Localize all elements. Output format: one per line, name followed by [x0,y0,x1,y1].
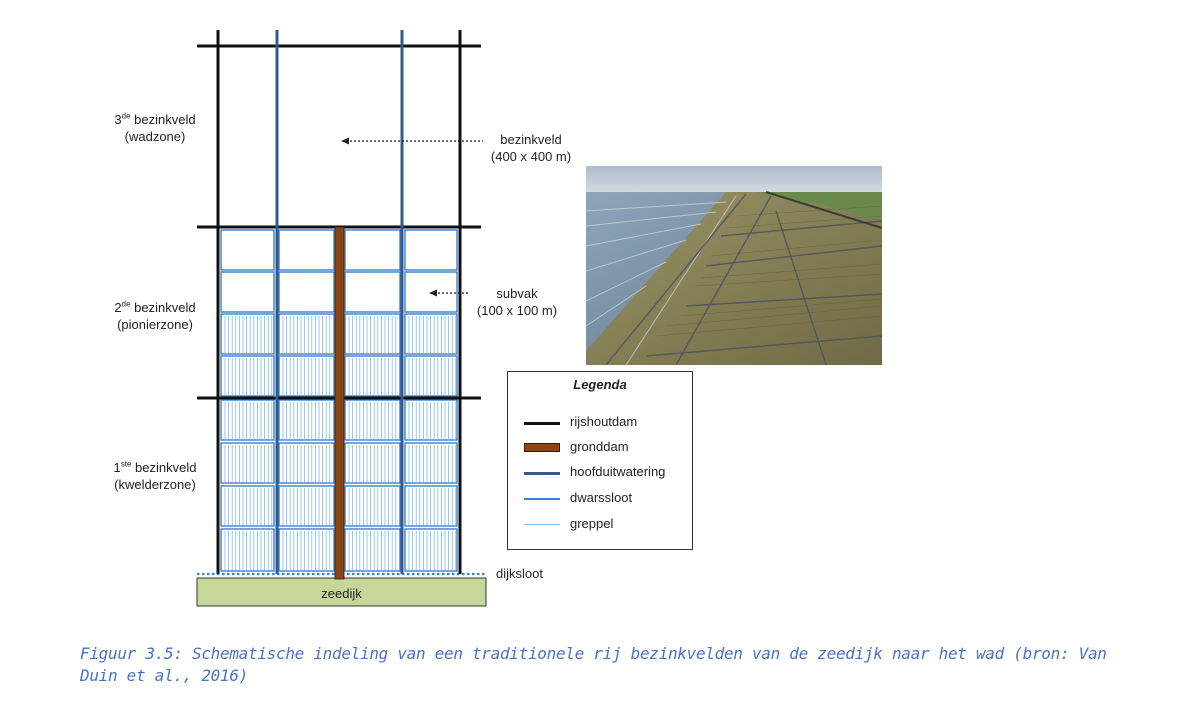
legend-item-greppel: greppel [524,516,684,534]
subvak-cell [220,313,275,355]
legend-item-rijshoutdam: rijshoutdam [524,414,684,432]
zone-label-3: 3de bezinkveld (wadzone) [100,111,210,145]
subvak-cell [220,442,275,484]
legend-label-dwarssloot: dwarssloot [570,490,633,505]
subvak-cell [404,442,458,484]
zone-1-sup: ste [120,459,132,469]
legend-label-hoofduitwatering: hoofduitwatering [570,464,666,479]
zeedijk-label: zeedijk [321,586,362,601]
zone-3-sup: de [121,111,131,121]
zone-3-title: bezinkveld [134,112,196,127]
legend-label-gronddam: gronddam [570,439,629,454]
subvak-arrow-head [429,289,437,297]
zone-2-title: bezinkveld [134,300,196,315]
subvak-cell [404,528,458,572]
subvak-cell [278,442,335,484]
subvak-cell [220,229,275,271]
subvak-cell [344,355,401,397]
legend-label-greppel: greppel [570,516,614,531]
subvak-cell [344,271,401,313]
subvak-cell [220,399,275,441]
subvak-cell [278,355,335,397]
legend-swatch-greppel [524,524,560,525]
subvak-cell [278,399,335,441]
subvak-annotation-title: subvak [496,286,538,301]
subvak-cell [278,485,335,527]
subvak-cell [278,313,335,355]
legend-item-gronddam: gronddam [524,439,684,457]
subvak-cell [344,313,401,355]
zone-2-number: 2 [114,300,122,315]
subvak-cell [220,271,275,313]
subvak-cell [278,229,335,271]
zone-3-sub: (wadzone) [124,129,186,144]
subvak-annotation: subvak (100 x 100 m) [467,285,567,319]
subvak-cell [404,399,458,441]
bezinkveld-annotation-title: bezinkveld [500,132,562,147]
subvak-cell [278,528,335,572]
bezinkveld-annotation-size: (400 x 400 m) [490,149,572,164]
zone-1-number: 1 [113,460,121,475]
subvak-cell [344,485,401,527]
legend-swatch-gronddam [524,443,560,452]
bezinkveld-arrow-head [341,137,349,145]
zone-label-1: 1ste bezinkveld (kwelderzone) [97,459,213,493]
zone-label-2: 2de bezinkveld (pionierzone) [100,299,210,333]
subvak-cell [404,271,458,313]
subvak-cell [344,229,401,271]
subvak-cell [344,399,401,441]
subvak-cell [404,485,458,527]
subvak-cell [404,313,458,355]
zone-3-number: 3 [114,112,122,127]
zone-2-sup: de [121,299,131,309]
zeedijk-rect [196,577,487,607]
subvak-cell [404,355,458,397]
subvak-cell [278,271,335,313]
aerial-photo-image [586,166,882,365]
legend-swatch-dwarssloot [524,498,560,500]
zone-1-title: bezinkveld [135,460,197,475]
legend-item-dwarssloot: dwarssloot [524,490,684,508]
dijksloot-label: dijksloot [496,566,543,581]
aerial-photo [586,166,882,365]
subvak-cell [344,442,401,484]
legend-swatch-rijshoutdam [524,422,560,425]
subvak-cell [404,229,458,271]
legend-swatch-hoofduitwatering [524,472,560,475]
subvak-cell [220,528,275,572]
figure-caption: Figuur 3.5: Schematische indeling van ee… [80,644,1107,685]
legend-title: Legenda [573,377,627,392]
legend-item-hoofduitwatering: hoofduitwatering [524,464,684,482]
bezinkveld-annotation: bezinkveld (400 x 400 m) [483,131,579,165]
subvak-cell [344,528,401,572]
legend-label-rijshoutdam: rijshoutdam [570,414,638,429]
subvak-cell [220,355,275,397]
subvak-cell [220,485,275,527]
gronddam [334,226,345,580]
zone-2-sub: (pionierzone) [117,317,193,332]
zone-1-sub: (kwelderzone) [114,477,196,492]
subvak-annotation-size: (100 x 100 m) [476,303,558,318]
legend-box: Legenda rijshoutdam gronddam hoofduitwat… [507,371,693,550]
